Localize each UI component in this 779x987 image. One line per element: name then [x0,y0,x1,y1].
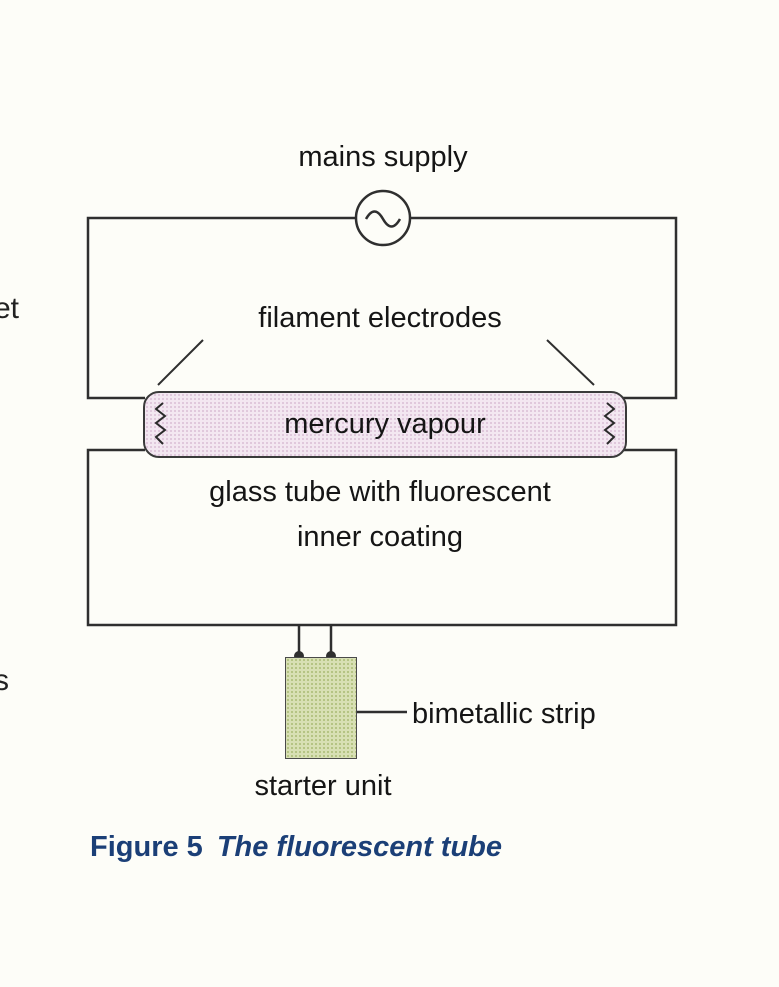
top-loop-wire-right [410,216,678,400]
bottom-loop-wire [86,448,678,627]
starter-unit-label: starter unit [254,770,392,802]
filament-coil-left-icon [154,402,167,445]
figure-number: Figure 5 [90,831,203,863]
ac-sine-icon [364,210,402,228]
leader-line-left [157,339,204,386]
figure-caption: Figure 5 The fluorescent tube [90,831,502,864]
top-loop-wire-left [86,216,356,400]
starter-unit-box [285,657,357,759]
figure-title: The fluorescent tube [216,831,503,863]
filament-coil-right-icon [603,402,616,445]
mercury-vapour-label: mercury vapour [284,408,486,440]
leader-line-right [546,339,595,386]
bimetallic-strip-label: bimetallic strip [412,698,596,730]
filament-electrodes-label: filament electrodes [258,302,502,334]
glass-tube-label-line2: inner coating [296,521,464,553]
edge-text-fragment-top: et [0,292,20,325]
fluorescent-tube: mercury vapour [143,391,627,458]
mains-supply-label: mains supply [298,141,468,173]
edge-text-fragment-bottom: s [0,664,9,697]
glass-tube-label-line1: glass tube with fluorescent [209,476,551,508]
